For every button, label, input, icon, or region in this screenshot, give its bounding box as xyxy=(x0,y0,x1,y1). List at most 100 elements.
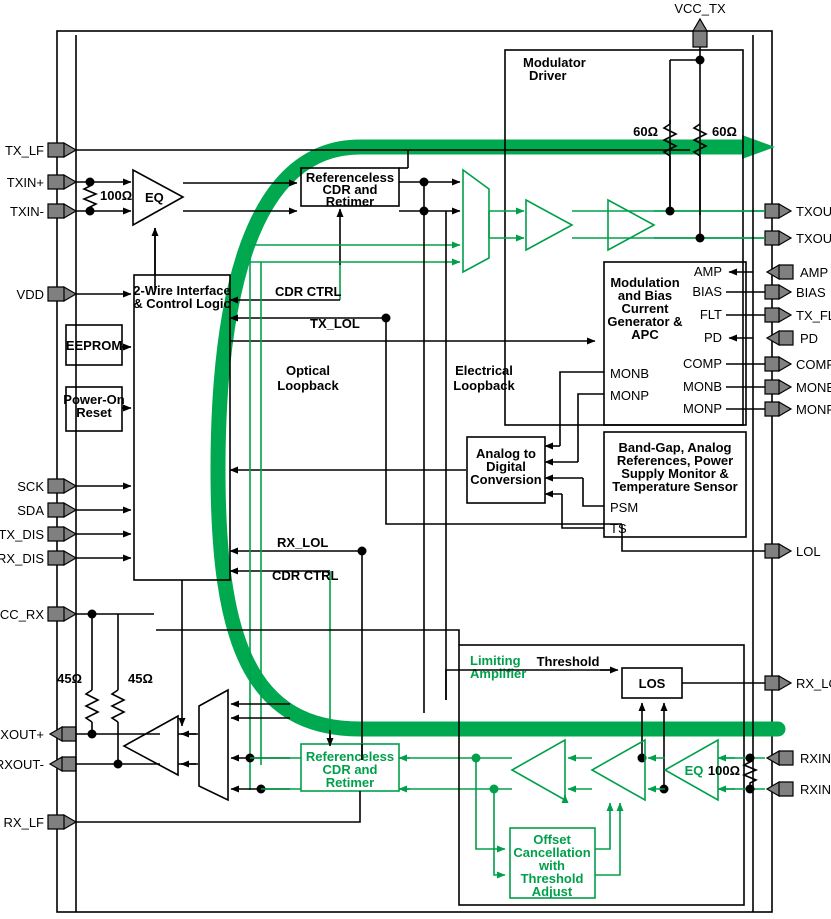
rx-loopback-mux xyxy=(198,688,229,802)
pin-rx-lf[interactable]: RX_LF xyxy=(4,813,78,831)
block-modulation-bias: Modulation and Bias Current Generator & … xyxy=(603,261,747,426)
modbias-line1: Modulation xyxy=(610,275,679,290)
bandgap-line4: Temperature Sensor xyxy=(612,479,737,494)
annot-rx-lol: RX_LOL xyxy=(277,535,328,550)
pin-sda[interactable]: SDA xyxy=(17,501,78,519)
junction-dot xyxy=(695,233,705,243)
resistor-label-rxout-a: 45Ω xyxy=(57,671,82,686)
pin-label-monb: MONB xyxy=(796,380,831,395)
modbias-line2: and Bias xyxy=(618,288,672,303)
annot-optical-loopback-l1: Optical xyxy=(286,363,330,378)
rx-inner-boundary xyxy=(156,629,460,645)
pin-label-tx-dis: TX_DIS xyxy=(0,527,44,542)
pin-vcc-rx[interactable]: VCC_RX xyxy=(0,605,78,623)
eeprom-label: EEPROM xyxy=(66,338,122,353)
pin-pd[interactable]: PD xyxy=(765,329,818,347)
pin-label-sda: SDA xyxy=(17,503,44,518)
annot-threshold: Threshold xyxy=(537,654,600,669)
junction-dot xyxy=(665,206,675,216)
pin-amp[interactable]: AMP xyxy=(765,263,828,281)
block-power-on-reset: Power-On Reset xyxy=(63,386,125,432)
pin-tx-dis[interactable]: TX_DIS xyxy=(0,525,78,543)
two-wire-line1: 2-Wire Interface xyxy=(133,283,230,298)
annot-electrical-loopback-l2: Loopback xyxy=(453,378,515,393)
block-offset-cancellation: Offset Cancellation with Threshold Adjus… xyxy=(509,827,596,899)
pin-lol[interactable]: LOL xyxy=(764,542,821,560)
cdr-tx-line3: Retimer xyxy=(326,194,374,209)
adc-line1: Analog to xyxy=(476,446,536,461)
modbias-port-pd: PD xyxy=(704,330,722,345)
offsetcancel-line5: Adjust xyxy=(532,884,573,899)
modbias-port-monp-in: MONP xyxy=(610,388,649,403)
adc-line2: Digital xyxy=(486,459,526,474)
offsetcancel-line2: Cancellation xyxy=(513,845,590,860)
pin-rxout-n[interactable]: RXOUT- xyxy=(0,755,77,773)
resistor-label-rxout-b: 45Ω xyxy=(128,671,153,686)
pin-sck[interactable]: SCK xyxy=(17,477,78,495)
pin-vdd[interactable]: VDD xyxy=(17,285,78,303)
eq-rx-label: EQ xyxy=(685,763,704,778)
modulator-driver-line2: Driver xyxy=(529,68,567,83)
pin-txin-p[interactable]: TXIN+ xyxy=(7,173,78,191)
driver-amp-stage-2 xyxy=(607,198,656,252)
pin-rx-dis[interactable]: RX_DIS xyxy=(0,549,78,567)
pin-label-lol: LOL xyxy=(796,544,821,559)
pin-label-pd: PD xyxy=(800,331,818,346)
chip-boundary xyxy=(56,30,773,913)
psm-to-adc-path xyxy=(582,478,604,507)
pin-label-monp: MONP xyxy=(796,402,831,417)
annot-optical-loopback-l2: Loopback xyxy=(277,378,339,393)
bandgap-port-ts: TS xyxy=(610,521,627,536)
pin-rxin-n[interactable]: RXIN- xyxy=(765,780,831,798)
offsetcancel-out-1 xyxy=(595,802,614,850)
limamp-stage-2 xyxy=(590,738,646,802)
resistor-label-load-b: 60Ω xyxy=(712,124,737,139)
resistor-rxout-b: 45Ω xyxy=(110,671,153,723)
modbias-port-monp-out: MONP xyxy=(683,401,722,416)
resistor-label-tx-term: 100Ω xyxy=(100,188,132,203)
pin-rx-los[interactable]: RX_LOS xyxy=(764,674,831,692)
offsetcancel-fb-in-2 xyxy=(493,789,506,879)
resistor-rx-termination: 100Ω xyxy=(708,758,759,789)
annot-cdr-ctrl-rx: CDR CTRL xyxy=(272,568,338,583)
two-wire-line2: & Control Logic xyxy=(133,296,231,311)
pin-tx-flt[interactable]: TX_FLT xyxy=(764,306,831,324)
pin-comp[interactable]: COMP xyxy=(764,355,831,373)
pin-bias[interactable]: BIAS xyxy=(764,283,826,301)
pin-label-comp: COMP xyxy=(796,357,831,372)
pin-label-vcc-rx: VCC_RX xyxy=(0,607,44,622)
driver-amp-stage-1 xyxy=(525,198,574,252)
pin-rxout-p[interactable]: RXOUT+ xyxy=(0,725,77,743)
block-two-wire-interface: 2-Wire Interface & Control Logic xyxy=(133,274,231,581)
resistor-tx-termination: 100Ω xyxy=(81,182,132,211)
pin-tx-lf[interactable]: TX_LF xyxy=(5,141,78,159)
pin-label-bias: BIAS xyxy=(796,285,826,300)
modbias-port-amp: AMP xyxy=(694,264,722,279)
pin-monp[interactable]: MONP xyxy=(764,400,831,418)
ts-to-adc-path xyxy=(561,494,604,529)
pin-vcc-tx[interactable]: VCC_TX xyxy=(674,1,726,48)
modulator-driver-line1: Modulator xyxy=(523,55,586,70)
pin-label-txin-n: TXIN- xyxy=(10,204,44,219)
cdr-tx-line2: CDR and xyxy=(323,182,378,197)
threshold-wire xyxy=(445,669,613,700)
modbias-port-bias: BIAS xyxy=(692,284,722,299)
pin-monb[interactable]: MONB xyxy=(764,378,831,396)
pin-label-tx-lf: TX_LF xyxy=(5,143,44,158)
pin-label-rxout-p: RXOUT+ xyxy=(0,727,44,742)
resistor-label-load-a: 60Ω xyxy=(633,124,658,139)
pin-label-tx-flt: TX_FLT xyxy=(796,308,831,323)
pin-rxin-p[interactable]: RXIN+ xyxy=(765,749,831,767)
offsetcancel-fb-in-1 xyxy=(475,758,506,853)
pin-txin-n[interactable]: TXIN- xyxy=(10,202,78,220)
block-eeprom: EEPROM xyxy=(65,324,123,366)
bandgap-port-psm: PSM xyxy=(610,500,638,515)
block-los: LOS xyxy=(621,667,683,699)
pin-label-vdd: VDD xyxy=(17,287,44,302)
